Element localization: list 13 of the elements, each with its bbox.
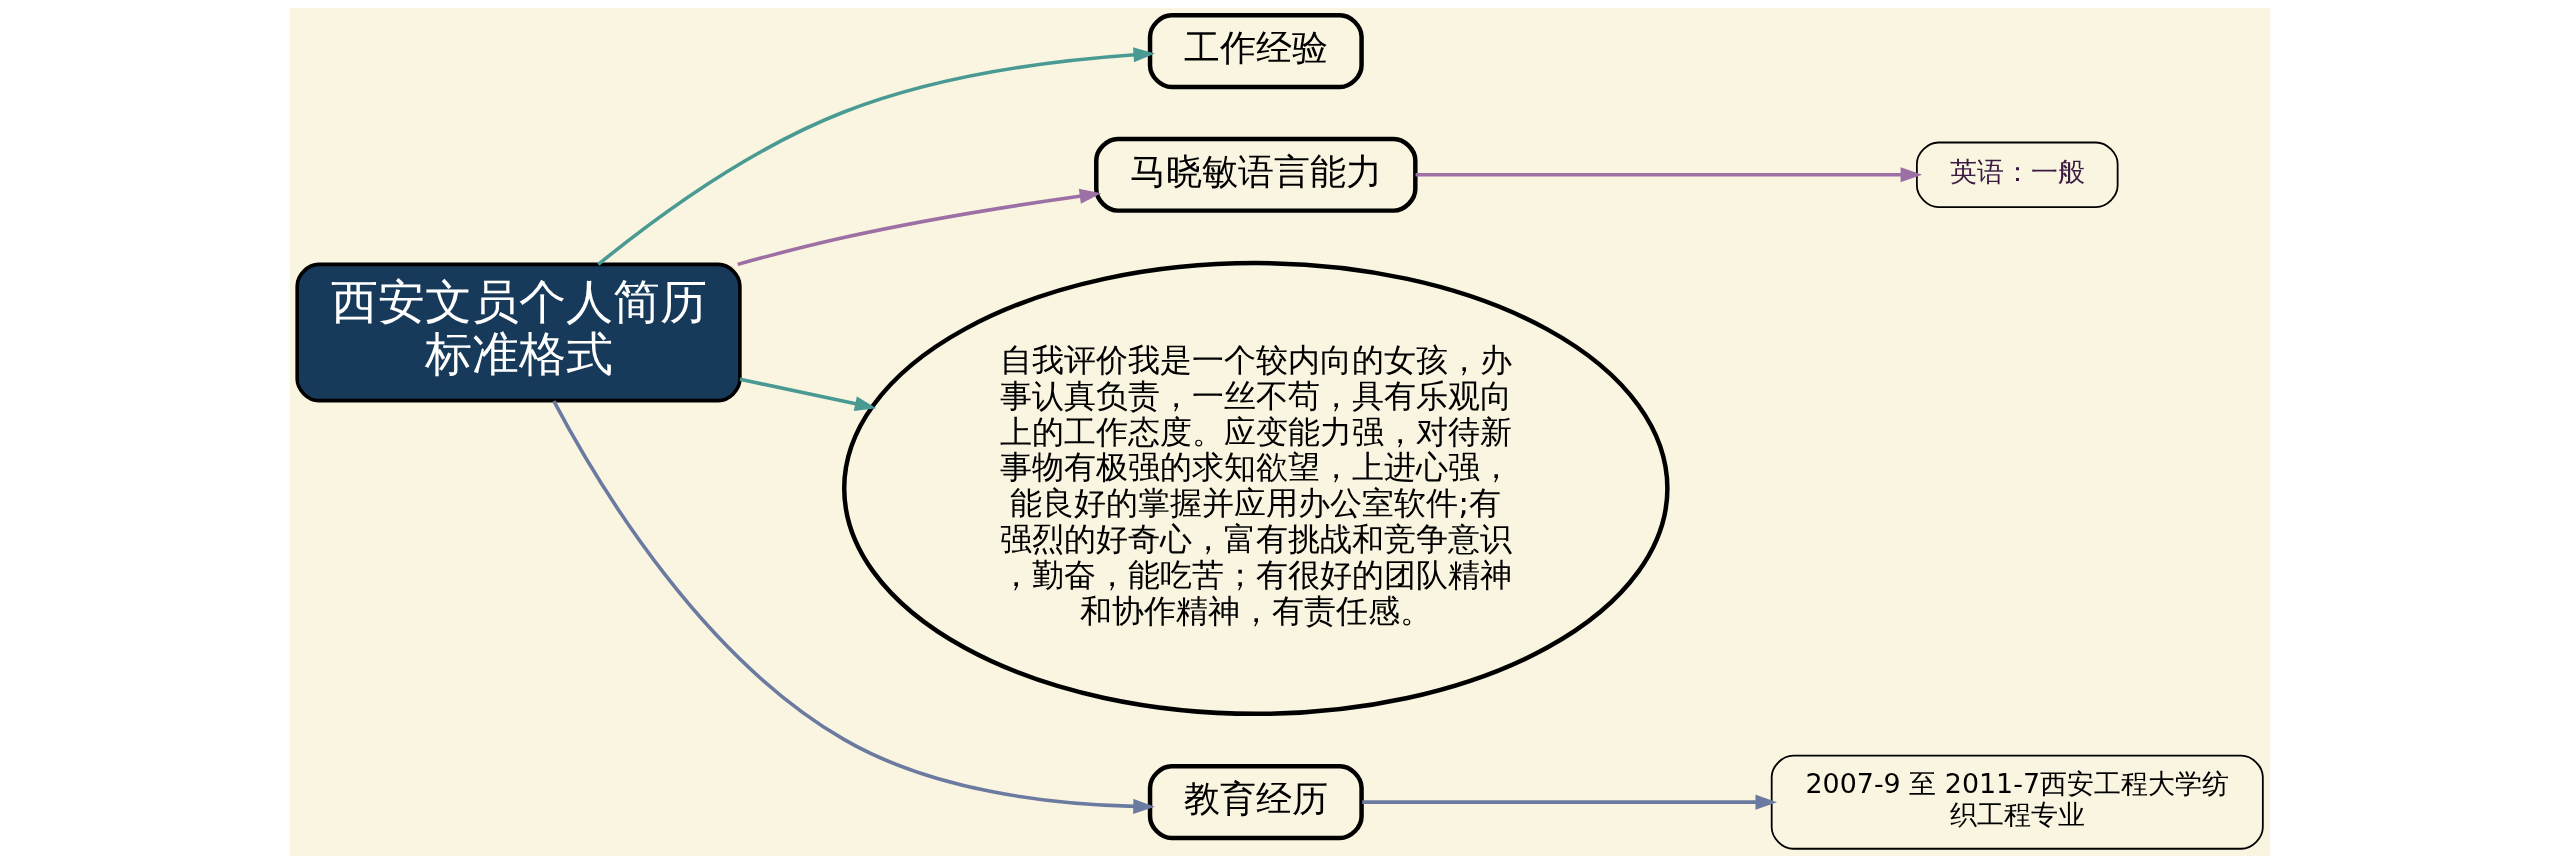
node-box: 2007-9 至 2011-7西安工程大学纺织工程专业 [1770, 754, 2264, 850]
node-box: 教育经历 [1147, 764, 1364, 841]
node-box: 工作经验 [1147, 13, 1364, 90]
arrow [739, 377, 877, 412]
node-ellipse: 自我评价我是一个较内向的女孩，办事认真负责，一丝不苟，具有乐观向上的工作态度。应变能力强，对待新事物有极强的求知欲望，上进心强，能良好的掌握并应用办公室软件;有强烈的好奇心，富有挑战和竞争意识，勤奋，能吃苦；有很好的团队精神和协作精神，有责任感。 [841, 260, 1670, 717]
arrow [597, 47, 1155, 266]
node-box: 英语：一般 [1916, 141, 2119, 208]
node-box: 马晓敏语言能力 [1094, 136, 1418, 213]
arrow [552, 400, 1155, 814]
arrow [1362, 794, 1778, 810]
arrow [737, 188, 1102, 267]
arrow [1415, 167, 1923, 183]
node-box: 西安文员个人简历标准格式 [295, 262, 742, 403]
